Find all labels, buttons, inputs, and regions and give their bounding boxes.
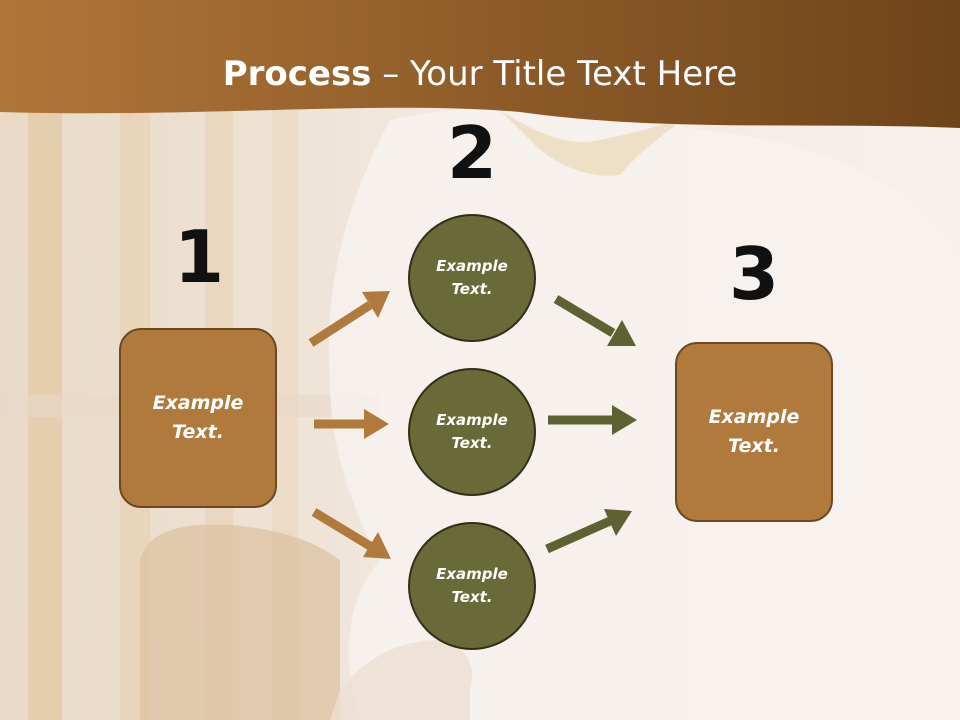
step-1-box: Example Text.	[119, 328, 277, 508]
step-2-circle-middle: Example Text.	[408, 368, 536, 496]
step-number-2: 2	[446, 111, 498, 195]
arrow-bottom-to-right	[545, 509, 632, 554]
arrow-left-to-top	[308, 291, 390, 347]
step-3-box: Example Text.	[675, 342, 833, 522]
title-bold: Process	[222, 54, 372, 94]
step-2-circle-top: Example Text.	[408, 214, 536, 342]
step-2-circle-bottom: Example Text.	[408, 522, 536, 650]
arrow-top-to-right	[553, 295, 636, 346]
step-3-text: Example Text.	[708, 406, 800, 457]
circle-top-text: Example Text.	[436, 257, 508, 298]
step-number-3: 3	[728, 232, 780, 316]
arrow-middle-to-right	[548, 405, 637, 435]
step-number-1: 1	[173, 215, 225, 299]
circle-bottom-text: Example Text.	[436, 565, 508, 606]
step-1-text: Example Text.	[152, 392, 244, 443]
slide-title: Process – Your Title Text Here	[0, 52, 960, 96]
arrow-left-to-middle	[314, 409, 389, 439]
title-rest: – Your Title Text Here	[371, 54, 738, 94]
circle-middle-text: Example Text.	[436, 411, 508, 452]
arrow-left-to-bottom	[311, 508, 391, 559]
